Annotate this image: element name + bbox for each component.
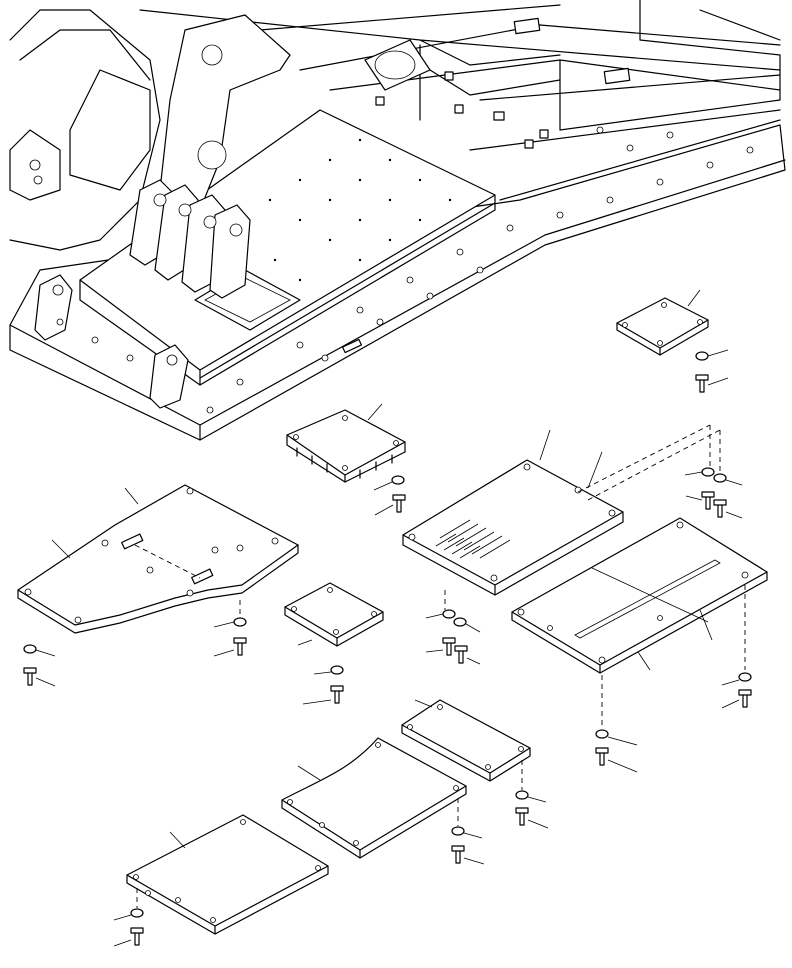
cover-rect-lower bbox=[401, 699, 531, 782]
fastener-set-top-right bbox=[695, 349, 729, 393]
cover-vented-center bbox=[402, 424, 721, 596]
cover-large-left bbox=[17, 484, 299, 634]
cover-long-right bbox=[511, 517, 768, 674]
fastener-set-rect-lower bbox=[515, 760, 549, 829]
fastener-set-vented bbox=[425, 467, 743, 665]
fastener-set-curved bbox=[451, 798, 485, 865]
platform-dot-pattern bbox=[268, 138, 452, 282]
cover-top-right bbox=[616, 289, 709, 356]
fastener-set-long-right bbox=[595, 585, 752, 773]
frame-hole-pattern bbox=[56, 126, 754, 414]
vent-slots bbox=[435, 519, 511, 559]
cover-curved-lower bbox=[281, 737, 467, 859]
frame-assembly bbox=[9, 0, 786, 441]
cover-rect-bottom bbox=[126, 814, 329, 935]
fastener-set-left bbox=[23, 600, 247, 687]
fastener-set-mid bbox=[373, 475, 406, 516]
cover-square-mid bbox=[286, 403, 406, 483]
cover-square-small bbox=[284, 582, 384, 647]
fastener-set-small bbox=[302, 665, 344, 705]
fastener-set-bottom bbox=[113, 888, 144, 947]
